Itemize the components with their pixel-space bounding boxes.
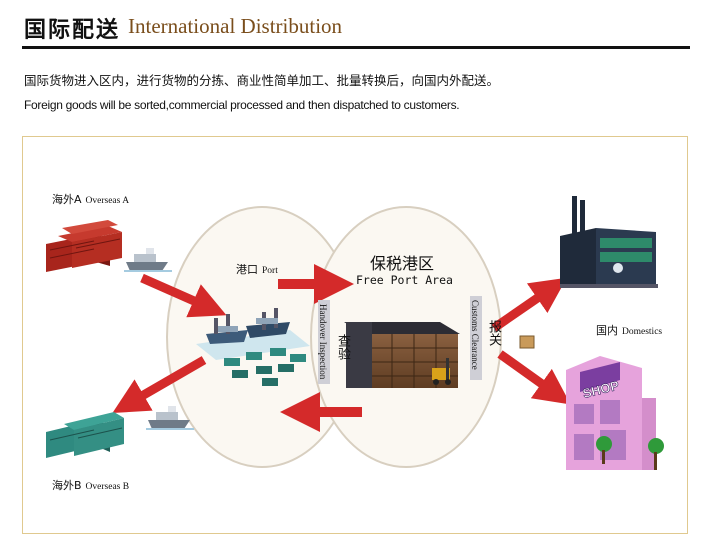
handover-gate-label-en: Handover Inspection <box>318 304 328 380</box>
customs-gate-label-en: Customs Clearance <box>470 300 480 370</box>
arrow-overseas-a-to-port <box>140 273 227 318</box>
overseas-b-label-en: Overseas B <box>85 482 130 492</box>
ship-a-icon <box>124 248 172 272</box>
package-icon <box>519 335 535 349</box>
page-title-zh: 国际配送 <box>24 18 121 43</box>
free-port-area-label-en: Free Port Area <box>356 273 453 287</box>
arrow-to-shop <box>497 350 571 405</box>
description-zh: 国际货物进入区内，进行货物的分拣、商业性简单加工、批量转换后，向国内外配送。 <box>24 73 500 88</box>
overseas-b-containers-icon <box>46 412 124 458</box>
domestics-label-en: Domestics <box>622 327 663 337</box>
port-label-zh: 港口 <box>236 263 258 276</box>
free-port-area-label-zh: 保税港区 <box>370 254 435 273</box>
description-en: Foreign goods will be sorted,commercial … <box>24 98 460 112</box>
handover-gate-label-zh: 查验 <box>335 334 350 360</box>
shop-icon <box>566 356 656 470</box>
overseas-b-label-zh: 海外B <box>52 479 82 492</box>
domestics-label: 国内 Domestics <box>596 321 662 339</box>
arrow-port-to-overseas-b <box>112 356 207 414</box>
page-title-en: International Distribution <box>128 14 343 38</box>
port-ships-icon <box>196 308 310 360</box>
overseas-a-label-zh: 海外A <box>52 193 82 206</box>
overseas-a-label-en: Overseas A <box>85 196 130 206</box>
warehouse-icon <box>344 322 460 388</box>
port-label: 港口 Port <box>236 260 278 278</box>
arrow-to-factory <box>491 277 567 332</box>
domestics-label-zh: 国内 <box>596 324 618 337</box>
port-label-en: Port <box>262 266 278 276</box>
ship-b-icon <box>146 406 194 430</box>
handover-gate <box>318 300 330 384</box>
customs-gate <box>470 296 482 380</box>
port-containers-icon <box>224 348 306 386</box>
customs-gate-label-zh: 报关 <box>486 320 501 346</box>
title-divider <box>22 46 690 49</box>
tree-icon <box>596 436 664 470</box>
overseas-a-containers-icon <box>46 220 122 272</box>
factory-icon <box>560 196 658 288</box>
